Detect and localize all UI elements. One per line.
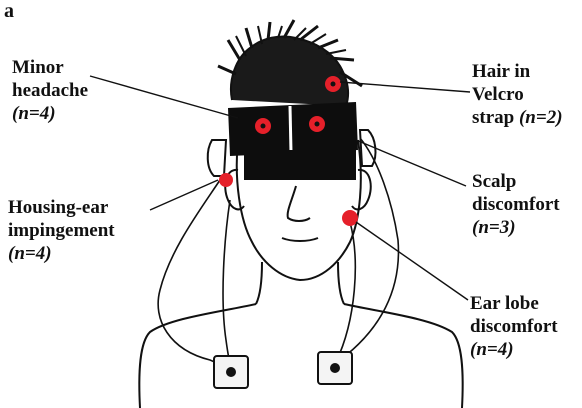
chest-electrode-dot-left: [226, 367, 236, 377]
label-ear-lobe-line1: Ear lobe: [470, 292, 558, 315]
label-housing-ear: Housing-ear impingement (n=4): [8, 196, 115, 265]
shoulders: [139, 304, 462, 408]
label-scalp: Scalp discomfort (n=3): [472, 170, 560, 239]
label-scalp-count: (n=3): [472, 216, 560, 239]
label-housing-ear-line2: impingement: [8, 219, 115, 242]
leader-hair-velcro: [340, 82, 470, 92]
eye-bar: [244, 150, 356, 180]
label-ear-lobe-line2: discomfort: [470, 315, 558, 338]
label-hair-velcro-line2: Velcro: [472, 83, 563, 106]
chest-electrode-dot-right: [330, 363, 340, 373]
label-minor-headache-line2: headache: [12, 79, 88, 102]
leader-minor-headache: [90, 76, 238, 118]
label-housing-ear-line1: Housing-ear: [8, 196, 115, 219]
marker-ear-lobe: [342, 210, 358, 226]
label-ear-lobe-count: (n=4): [470, 338, 558, 361]
label-minor-headache-count: (n=4): [12, 102, 88, 125]
label-scalp-line1: Scalp: [472, 170, 560, 193]
leader-housing-ear: [150, 180, 218, 210]
panel-letter: a: [4, 0, 14, 23]
headband: [228, 102, 358, 156]
label-hair-velcro-count: (n=2): [519, 107, 563, 128]
label-scalp-line2: discomfort: [472, 193, 560, 216]
label-minor-headache-line1: Minor: [12, 56, 88, 79]
label-hair-velcro-line1: Hair in: [472, 60, 563, 83]
marker-housing-ear: [219, 173, 233, 187]
label-housing-ear-count: (n=4): [8, 242, 115, 265]
hair: [218, 20, 362, 106]
label-minor-headache: Minor headache (n=4): [12, 56, 88, 125]
leader-ear-lobe: [356, 222, 468, 300]
label-hair-velcro: Hair in Velcro strap (n=2): [472, 60, 563, 129]
label-hair-velcro-line3: strap: [472, 107, 514, 128]
label-ear-lobe: Ear lobe discomfort (n=4): [470, 292, 558, 361]
